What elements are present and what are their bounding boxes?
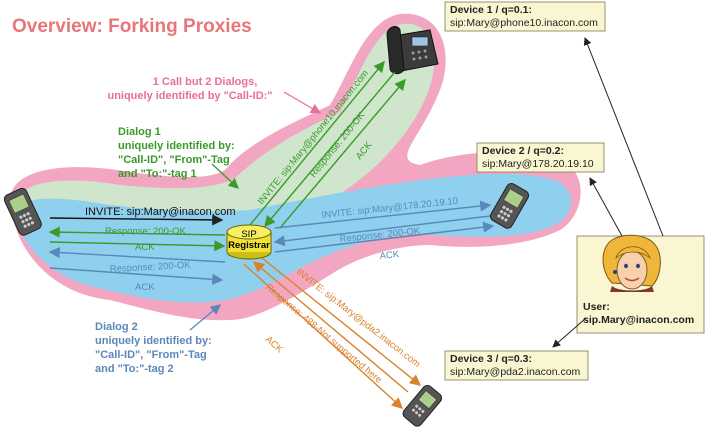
device3-phone-icon: [402, 384, 443, 427]
device-1-address: sip:Mary@phone10.inacon.com: [450, 17, 598, 29]
dialog1-line-2: uniquely identified by:: [118, 140, 235, 152]
user-to-device2-line: [589, 177, 623, 237]
dialog1-note: Dialog 1 uniquely identified by: "Call-I…: [118, 126, 235, 180]
call-note-line-2: uniquely identified by "Call-ID:": [107, 90, 272, 102]
d1-invite-arrow: [249, 60, 385, 226]
user-label: User:: [583, 301, 610, 313]
device-box-2: Device 2 / q=0.2: sip:Mary@178.20.19.10: [476, 142, 605, 173]
dialog1-line-1: Dialog 1: [118, 126, 161, 138]
dialog1-line-3: "Call-ID", "From"-Tag: [118, 154, 230, 166]
d2-resp-arrow: [273, 215, 491, 247]
dialog2-region: [16, 173, 572, 303]
dialog2-line-1: Dialog 2: [95, 321, 138, 333]
caller-resp-arrow: [48, 226, 226, 238]
device-2-address: sip:Mary@178.20.19.10: [482, 158, 594, 170]
user-to-device3-line: [552, 317, 587, 348]
caller-phone-icon: [3, 187, 42, 236]
device-2-title: Device 2 / q=0.2:: [482, 145, 564, 157]
dialog2-line-3: "Call-ID", "From"-Tag: [95, 349, 207, 361]
caller-ack-label: ACK: [135, 242, 155, 253]
caller-resp2-arrow: [48, 246, 226, 263]
call-note-line-1: 1 Call but 2 Dialogs,: [153, 76, 258, 88]
d3-resp-arrow: [252, 261, 409, 393]
user-address: sip.Mary@inacon.com: [583, 314, 694, 326]
device-3-address: sip:Mary@pda2.inacon.com: [450, 366, 581, 378]
desk-phone-icon: [386, 26, 439, 75]
registrar-label-1: SIP: [241, 229, 256, 240]
sip-registrar: SIP Registrar: [226, 224, 272, 260]
dialog2-line-2: uniquely identified by:: [95, 335, 212, 347]
caller-ack2-arrow: [49, 267, 224, 285]
call-note-pointer: [283, 91, 322, 114]
dialog1-pointer: [211, 163, 239, 189]
d3-ack-arrow: [243, 263, 404, 409]
caller-resp2-label: Response: 200-OK: [110, 260, 192, 275]
d2-ack-label: ACK: [379, 249, 400, 262]
registrar-label-2: Registrar: [228, 240, 270, 251]
device-box-3: Device 3 / q=0.3: sip:Mary@pda2.inacon.c…: [444, 350, 589, 381]
d3-ack-label: ACK: [263, 334, 285, 356]
user-box: User: sip.Mary@inacon.com: [576, 234, 705, 334]
dialog1-region: [17, 23, 435, 237]
caller-ack-arrow: [49, 240, 226, 252]
dialog2-pointer: [189, 304, 221, 331]
dialog1-line-4: and "To:"-tag 1: [118, 168, 197, 180]
d1-resp-arrow: [264, 71, 396, 228]
page-title: Overview: Forking Proxies: [12, 16, 252, 37]
d3-invite-arrow: [261, 257, 422, 386]
caller-invite-arrow: [49, 214, 224, 226]
device2-phone-icon: [489, 183, 530, 229]
d2-ack-arrow: [274, 221, 495, 253]
dialog2-note: Dialog 2 uniquely identified by: "Call-I…: [95, 321, 212, 375]
caller-ack2-label: ACK: [135, 282, 155, 293]
user-to-device1-line: [583, 37, 664, 237]
device-3-title: Device 3 / q=0.3:: [450, 353, 532, 365]
caller-resp-label: Response: 200-OK: [105, 226, 186, 237]
device-box-1: Device 1 / q=0.1: sip:Mary@phone10.inaco…: [444, 1, 606, 32]
d1-ack-arrow: [279, 78, 406, 229]
caller-invite-label: INVITE: sip:Mary@inacon.com: [85, 206, 236, 218]
dialog2-line-4: and "To:"-tag 2: [95, 363, 174, 375]
device-1-title: Device 1 / q=0.1:: [450, 4, 532, 16]
d2-invite-arrow: [274, 200, 492, 229]
user-avatar-icon: [602, 234, 661, 292]
